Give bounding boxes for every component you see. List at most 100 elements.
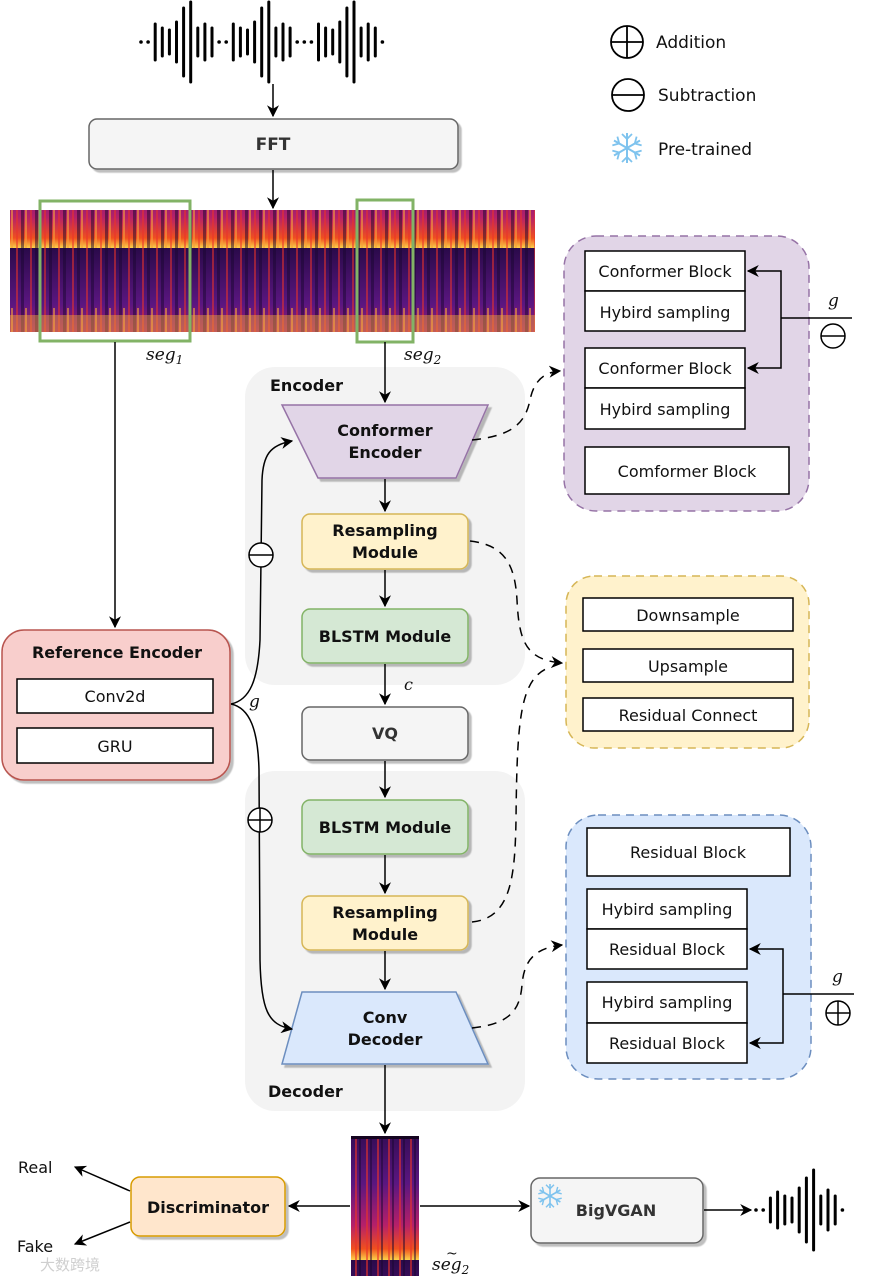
circle-minus-icon: [611, 78, 645, 112]
legend-pretrained: Pre-trained: [612, 133, 752, 163]
decoder-detail-panel: Residual Block Hybird sampling Residual …: [565, 814, 854, 1080]
gru-label: GRU: [97, 737, 132, 756]
conv2d-label: Conv2d: [85, 687, 146, 706]
legend-subtraction: Subtraction: [611, 78, 756, 112]
waveform-dot: [840, 1208, 845, 1212]
waveform-dot: [302, 40, 307, 44]
residual-block-3: [586, 1022, 748, 1064]
conv-decoder-label-2: Decoder: [348, 1030, 423, 1049]
vq-label: VQ: [372, 724, 398, 743]
conv-decoder-block[interactable]: Conv Decoder: [281, 991, 490, 1065]
conv2d-layer: [16, 678, 214, 714]
dec-resampling-label-1: Resampling: [332, 903, 437, 922]
hybrid-sampling-4: [586, 981, 748, 1024]
hybrid-sampling-3-label: Hybird sampling: [602, 900, 733, 919]
g-label-dec: g: [832, 967, 843, 987]
legend-addition: Addition: [610, 25, 726, 59]
upsample-layer: [582, 648, 794, 683]
fft-block[interactable]: FFT: [88, 118, 459, 170]
arrow-to-real: [73, 1165, 131, 1192]
snowflake-arm: [545, 1196, 555, 1209]
watermark: 大数跨境: [40, 1256, 100, 1274]
dashed-link-dec-resampling-detail: [471, 667, 549, 923]
conformer-block-2: [584, 347, 746, 389]
conformer-encoder-block[interactable]: Conformer Encoder: [280, 404, 490, 479]
dec-resampling-label-2: Module: [352, 925, 418, 944]
waveform-dot: [224, 40, 228, 44]
circle-plus-icon: [610, 25, 644, 59]
residual-block-1-label: Residual Block: [630, 843, 747, 862]
snowflake-arm: [612, 147, 628, 160]
hybrid-sampling-2: [584, 387, 746, 430]
waveform-dot: [217, 40, 221, 44]
subtraction-operator-icon: [820, 323, 846, 349]
waveform-dot: [380, 40, 385, 44]
snowflake-arm: [626, 136, 642, 149]
g-arrow-conformer-1: [746, 265, 782, 318]
seg2-label: seg2: [404, 345, 441, 367]
waveform-dot: [309, 40, 314, 44]
fake-label: Fake: [17, 1237, 53, 1256]
hybrid-sampling-4-label: Hybird sampling: [602, 993, 733, 1012]
hybrid-sampling-1: [584, 290, 746, 332]
enc-blstm-label: BLSTM Module: [319, 627, 452, 646]
waveform-dot: [295, 40, 300, 44]
residual-connect-label: Residual Connect: [619, 706, 758, 725]
residual-block-3-label: Residual Block: [609, 1034, 726, 1053]
waveform-dot: [146, 40, 150, 44]
seg2-tilde-label: seg2: [432, 1255, 469, 1277]
g-arrow-residual-3: [748, 994, 784, 1049]
hybrid-sampling-1-label: Hybird sampling: [600, 303, 731, 322]
input-waveform-icon: [139, 0, 385, 84]
mel-spectrogram: [10, 210, 535, 332]
dashed-link-decoder-detail: [471, 940, 564, 1029]
dashed-link-enc-resampling-detail: [469, 540, 564, 669]
fft-label: FFT: [256, 135, 291, 155]
vq-block[interactable]: VQ: [301, 706, 469, 761]
encoder-blstm-module[interactable]: BLSTM Module: [301, 608, 469, 664]
addition-operator-icon: [825, 1000, 851, 1026]
waveform-dot: [754, 1208, 758, 1212]
legend-addition-label: Addition: [656, 33, 726, 53]
conformer-encoder-label-2: Encoder: [349, 443, 422, 462]
g-label-enc: g: [828, 291, 839, 311]
decoder-resampling-module[interactable]: Resampling Module: [301, 895, 469, 951]
snowflake-icon: [612, 133, 642, 163]
arrow-to-fake: [73, 1221, 131, 1246]
addition-operator-icon: [247, 807, 273, 833]
encoder-group-label: Encoder: [270, 376, 343, 395]
resampling-detail-panel: Downsample Upsample Residual Connect: [565, 575, 810, 749]
speaker-embedding-g-label: g: [249, 692, 260, 712]
discriminator-block[interactable]: Discriminator: [130, 1176, 286, 1237]
enc-resampling-label-1: Resampling: [332, 521, 437, 540]
tilde-mark: ~: [446, 1246, 458, 1262]
conv-decoder-label-1: Conv: [363, 1008, 408, 1027]
g-arrow-residual-2: [748, 943, 784, 994]
conformer-encoder-label-1: Conformer: [337, 421, 432, 440]
reconstructed-spectrogram: [351, 1136, 419, 1276]
snowflake-arm: [626, 147, 642, 160]
reference-encoder-block[interactable]: Reference Encoder Conv2d GRU: [1, 629, 231, 781]
residual-block-2-label: Residual Block: [609, 940, 726, 959]
snowflake-arm: [612, 136, 628, 149]
gru-layer: [16, 727, 214, 764]
dec-blstm-label: BLSTM Module: [319, 818, 452, 837]
subtraction-operator-icon: [248, 542, 274, 568]
decoder-blstm-module[interactable]: BLSTM Module: [301, 799, 469, 855]
seg1-selection-box: [38, 199, 192, 343]
encoder-resampling-module[interactable]: Resampling Module: [301, 513, 469, 570]
legend-pretrained-label: Pre-trained: [658, 140, 752, 160]
snowflake-arm: [549, 1195, 562, 1206]
waveform-dot: [761, 1208, 765, 1212]
conformer-block-2-label: Conformer Block: [598, 359, 732, 378]
decoder-group-label: Decoder: [268, 1082, 343, 1101]
discriminator-label: Discriminator: [147, 1198, 269, 1217]
upsample-label: Upsample: [648, 657, 728, 676]
legend-subtraction-label: Subtraction: [658, 86, 756, 106]
conformer-block-1-label: Conformer Block: [598, 262, 732, 281]
bigvgan-block[interactable]: BigVGAN: [530, 1177, 704, 1244]
conformer-detail-panel: Conformer Block Hybird sampling Conforme…: [563, 235, 852, 512]
real-label: Real: [18, 1158, 53, 1177]
g-arrow-conformer-2: [746, 318, 782, 374]
